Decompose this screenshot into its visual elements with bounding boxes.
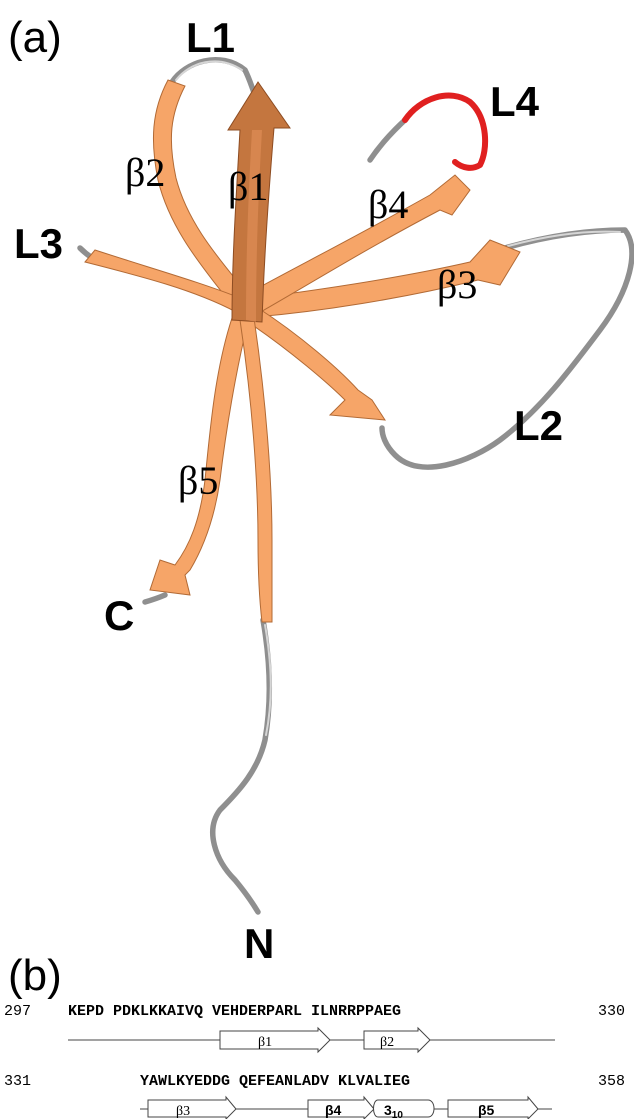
seq-row1-sequence: KEPD PDKLKKAIVQ VEHDERPARL ILNRRPPAEG — [68, 1003, 401, 1020]
loop-l4-red — [405, 96, 485, 168]
topology-b3-arrow — [148, 1097, 236, 1119]
topology-310-helix — [374, 1100, 435, 1117]
topology-b3-label: β3 — [176, 1104, 190, 1119]
panel-a: (a) — [8, 13, 632, 967]
strand-label-b2: β2 — [125, 150, 165, 195]
strand-label-b4: β4 — [368, 182, 408, 227]
loop-l4-coil-grey — [370, 120, 405, 160]
seq-row2-end: 358 — [598, 1073, 625, 1090]
topology-b5-label: β5 — [478, 1102, 495, 1118]
loop-l1-coil — [172, 60, 255, 95]
seq-row1-end: 330 — [598, 1003, 625, 1020]
panel-b-label: (b) — [8, 951, 62, 1000]
terminus-label-c: C — [104, 592, 134, 639]
loop-label-l2: L2 — [514, 402, 563, 449]
topology-b1-arrow — [220, 1028, 330, 1052]
loop-label-l4: L4 — [490, 78, 540, 125]
loop-label-l3: L3 — [14, 220, 63, 267]
strand-label-b3: β3 — [437, 262, 477, 307]
strand-n-ribbon — [240, 318, 272, 622]
terminus-label-n: N — [244, 920, 274, 967]
topology-b1-label: β1 — [258, 1035, 272, 1050]
seq-row2-sequence: YAWLKYEDDG QEFEANLADV KLVALIEG — [140, 1073, 410, 1090]
topology-b4-label: β4 — [325, 1102, 342, 1118]
topology-row1: β1 β2 — [68, 1028, 555, 1052]
c-terminal-coil — [145, 595, 165, 602]
loop-l1-highlight — [176, 61, 242, 80]
topology-b2-label: β2 — [380, 1035, 394, 1050]
n-terminal-coil — [213, 620, 270, 912]
strand-label-b1: β1 — [228, 164, 268, 209]
topology-row2: β3 β4 310 β5 — [140, 1097, 552, 1119]
strand-lower-right-ribbon — [245, 308, 385, 420]
loop-label-l1: L1 — [186, 14, 235, 61]
strand-label-b5: β5 — [178, 458, 218, 503]
seq-row2-start: 331 — [4, 1073, 31, 1090]
panel-a-label: (a) — [8, 13, 62, 62]
seq-row1-start: 297 — [4, 1003, 31, 1020]
topology-b2-arrow — [364, 1028, 430, 1052]
panel-b: (b) 297 KEPD PDKLKKAIVQ VEHDERPARL ILNRR… — [4, 951, 625, 1119]
strand-b5-ribbon — [150, 318, 248, 595]
